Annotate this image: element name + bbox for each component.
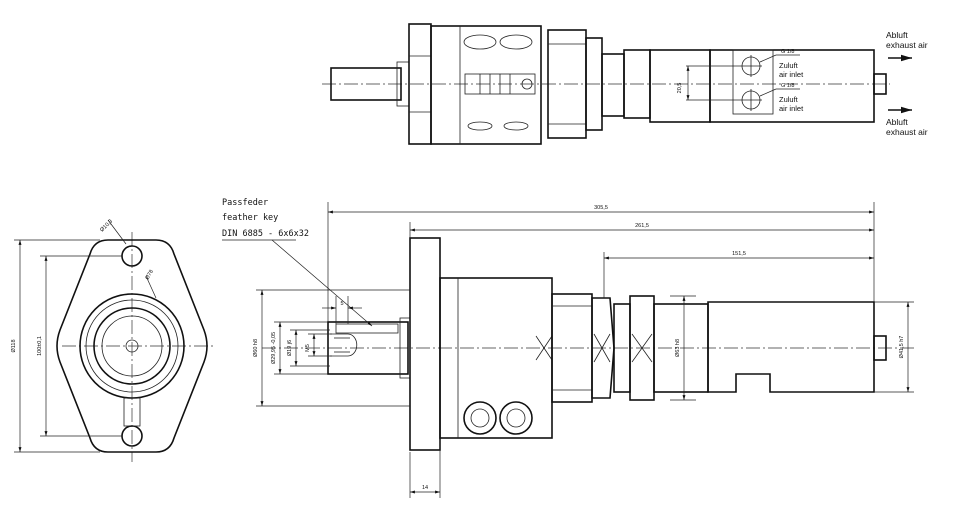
top-view: 20,5 G 1/8 Zuluft air inlet G 1/8 Zuluft… (322, 23, 928, 145)
end-inner-ring (93, 307, 171, 385)
side-flange (409, 237, 441, 451)
exhaust-upper-de: Abluft (886, 30, 908, 40)
dim-flange-fit: Ø60 h8 (253, 339, 259, 357)
exhaust-lower-en: exhaust air (886, 127, 928, 137)
key-callout-din: DIN 6885 - 6x6x32 (222, 229, 309, 239)
exhaust-upper-en: exhaust air (886, 40, 928, 50)
side-body (707, 301, 875, 393)
end-bolt-dia: Ø10,3 (99, 219, 114, 234)
top-shaft (330, 67, 402, 101)
side-center-bore (330, 333, 358, 357)
top-grease-nipple (521, 78, 533, 90)
dim-tail-length: 151,5 (732, 251, 746, 257)
dim-from-flange: 261,5 (635, 223, 649, 229)
port-lower-en: air inlet (779, 104, 804, 113)
side-plug-right (499, 401, 533, 435)
dim-m5: M5 (305, 344, 311, 352)
end-inner-dia: Ø78 (145, 269, 155, 281)
dim-key-width: 5 (340, 301, 343, 307)
top-tail-stub (873, 73, 887, 95)
top-port-plate (732, 49, 774, 115)
side-plug-left (463, 401, 497, 435)
dim-body-dia: Ø63 h8 (675, 339, 681, 357)
exhaust-lower-de: Abluft (886, 117, 908, 127)
port-lower-thread: G 1/8 (781, 83, 794, 89)
port-upper-en: air inlet (779, 70, 804, 79)
key-callout-en: feather key (222, 213, 278, 223)
side-feather-key (335, 323, 399, 334)
end-height-dim: 100±0,1 (37, 336, 43, 356)
end-outer-dia: Ø118 (11, 339, 17, 352)
port-spacing-dim: 20,5 (677, 83, 683, 94)
top-slot-lower-right (503, 121, 529, 131)
port-lower-de: Zuluft (779, 95, 799, 104)
dim-tail-dia: Ø41,5 h7 (899, 336, 905, 359)
side-tail-stub (873, 335, 887, 361)
dim-center-dia: Ø19 j6 (287, 340, 293, 356)
end-center-hole (125, 339, 139, 353)
end-port-slot (123, 397, 141, 427)
port-upper-thread: G 1/8 (781, 49, 794, 55)
top-main-block (430, 25, 542, 145)
dim-total-length: 305,5 (594, 205, 608, 211)
side-cone (591, 297, 615, 399)
side-view: 305,5 261,5 151,5 Passfeder feather key … (222, 198, 916, 498)
end-flange-outline (56, 239, 208, 453)
end-view: Ø10,3 Ø78 Ø118 100±0,1 (11, 219, 216, 462)
top-slot-right (499, 34, 533, 50)
top-slot-left (463, 34, 497, 50)
dim-flange-thickness: 14 (422, 485, 428, 491)
dim-shaft-dia: Ø29,95 -0,05 (271, 332, 277, 364)
key-callout-de: Passfeder (222, 198, 268, 208)
port-upper-de: Zuluft (779, 61, 799, 70)
top-slot-lower-left (467, 121, 493, 131)
